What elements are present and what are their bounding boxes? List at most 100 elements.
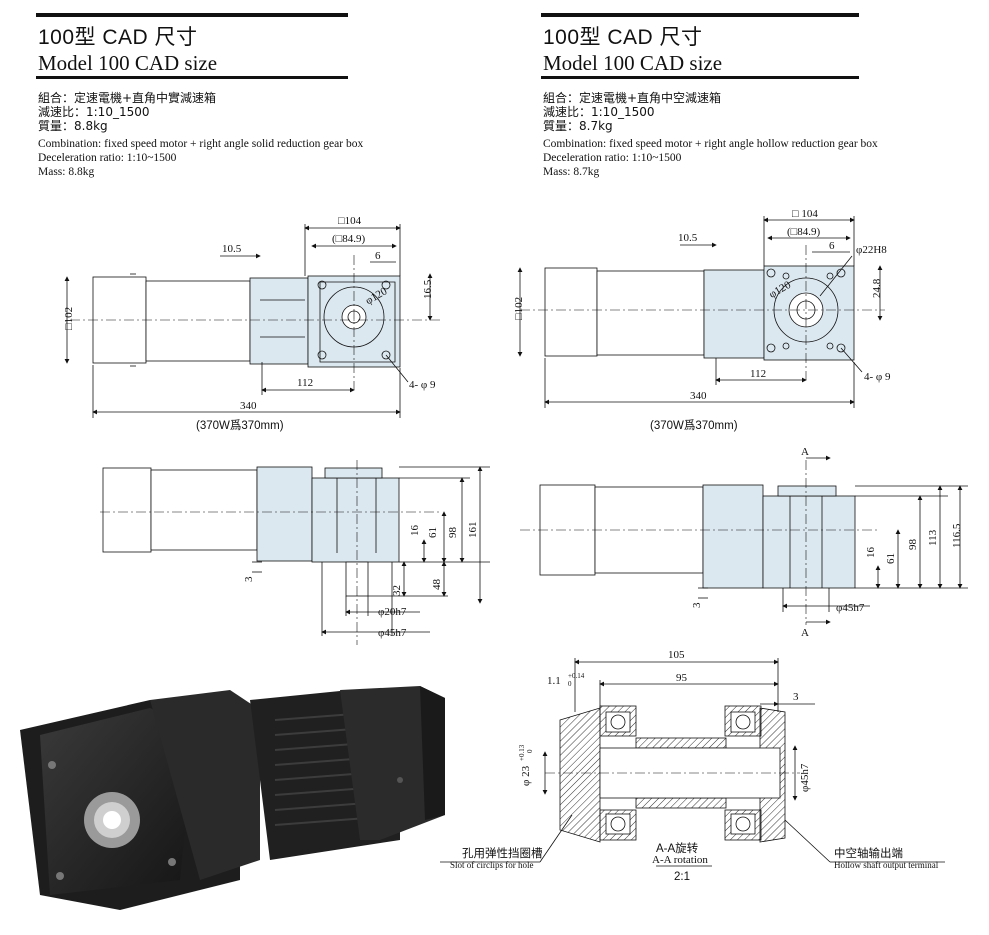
left-panel: 100型 CAD 尺寸 Model 100 CAD size 組合：定速電機+直… [0,0,470,935]
dim-161: 161 [467,522,479,539]
dim-6: 6 [829,240,835,252]
dim-3: 3 [691,602,703,608]
spec-cn-ratio: 減速比：1:10_1500 [38,105,150,119]
title-cn: 100型 CAD 尺寸 [38,26,198,49]
gearbox-body [702,484,764,589]
label-hollow-en: Hollow shaft output terminal [834,860,939,870]
label-hollow-cn: 中空轴输出端 [834,846,903,860]
title-en: Model 100 CAD size [543,51,723,75]
dim-105: 105 [668,649,685,661]
dim-sq104: □ 104 [792,208,818,220]
dim-phi20h7: φ20h7 [378,606,407,618]
left-side-view [100,460,490,645]
dim-98: 98 [447,527,459,539]
title-bar-bottom [36,76,348,79]
tol-phi23-upper: +0.13 [518,744,526,761]
spec-en-combination: Combination: fixed speed motor + right a… [38,138,364,150]
dim-340: 340 [690,390,707,402]
spec-cn-ratio: 減速比：1:10_1500 [543,105,655,119]
dim-16-5: 16.5 [422,279,434,299]
tol-1-1-upper: +0.14 [568,672,585,680]
dim-phi45h7: φ45h7 [836,602,865,614]
motor-end-cap [102,467,152,553]
motor-body [596,270,705,356]
left-top-view [64,224,440,418]
dim-phi45h7: φ45h7 [378,627,407,639]
dim-340: 340 [240,400,257,412]
dim-116-5: 116.5 [951,523,963,548]
title-cn: 100型 CAD 尺寸 [543,26,703,49]
dim-95: 95 [676,672,688,684]
top-view-caption: (370W爲370mm) [196,419,284,432]
dim-sq84: (□84.9) [787,226,821,238]
dim-phi22h8: φ22H8 [856,244,887,256]
title-bar-top [36,13,348,17]
dim-61: 61 [885,553,897,564]
dim-phi45h7: φ45h7 [799,763,811,792]
gearbox-case [311,477,400,563]
section-a-bottom: A [801,627,809,639]
dim-sq104: □104 [338,215,362,227]
top-view-caption: (370W爲370mm) [650,419,738,432]
motor-end-cap [544,267,598,357]
spec-cn-mass: 質量：8.7kg [543,119,613,133]
left-side-view-labels: 16 61 98 161 3 32 48 φ20h7 φ45h7 [243,522,479,640]
spec-en-mass: Mass: 8.7kg [543,166,600,178]
label-slot-en: Slot of circlips for hole [450,860,533,870]
dim-16: 16 [409,525,421,537]
spec-en-ratio: Deceleration ratio: 1:10~1500 [38,152,177,164]
dim-112: 112 [297,377,313,389]
dim-phi23: φ 23 [520,765,532,786]
dim-4phi9: 4- φ 9 [409,379,436,391]
spec-cn-combination: 組合：定速電機+直角中空減速箱 [543,91,722,105]
right-side-view [520,455,968,625]
dim-16: 16 [865,547,877,559]
dim-sq102: □102 [513,297,525,320]
spec-en-ratio: Deceleration ratio: 1:10~1500 [543,152,682,164]
dim-3: 3 [793,691,799,703]
dim-10-5: 10.5 [678,232,698,244]
dim-3: 3 [243,576,255,582]
right-side-view-labels: A A 16 61 98 113 116.5 3 φ45h7 [691,446,963,639]
dim-6: 6 [375,250,381,262]
right-panel: 100型 CAD 尺寸 Model 100 CAD size 組合：定速電機+直… [505,0,975,935]
product-photo [20,686,445,910]
dim-61: 61 [427,527,439,538]
title-bar-bottom [541,76,859,79]
dim-112: 112 [750,368,766,380]
gearbox-body [256,466,313,562]
section-view-labels: 105 95 3 1.1 +0.14 0 φ 23 +0.13 0 φ45h7 … [450,649,939,883]
dim-24-8: 24.8 [871,278,883,298]
dim-98: 98 [907,539,919,551]
motor-body [145,280,251,362]
section-view [440,658,945,863]
dim-10-5: 10.5 [222,243,242,255]
label-rotation-cn: A-A旋转 [656,841,699,855]
gearbox-case [762,495,856,589]
label-slot-cn: 孔用弹性挡圈槽 [462,846,543,860]
spec-cn-mass: 質量：8.8kg [38,119,108,133]
motor-end-cap [539,484,596,576]
dim-sq102: □102 [63,307,75,330]
dim-sq84: (□84.9) [332,233,366,245]
spec-cn-combination: 組合：定速電機+直角中實減速箱 [38,91,217,105]
motor-body [150,469,258,551]
section-a-top: A [801,446,809,458]
tol-phi23-lower: 0 [526,749,534,753]
title-bar-top [541,13,859,17]
dim-32: 32 [391,585,403,596]
gearbox-body [249,277,309,365]
spec-en-combination: Combination: fixed speed motor + right a… [543,138,878,150]
dim-48: 48 [431,579,443,591]
label-scale: 2:1 [674,871,690,883]
tol-1-1-lower: 0 [568,680,572,688]
dim-113: 113 [927,529,939,546]
dim-1-1: 1.1 [547,675,561,687]
title-en: Model 100 CAD size [38,51,218,75]
gearbox-body [703,269,765,359]
label-rotation-en: A-A rotation [652,854,708,866]
dim-4phi9: 4- φ 9 [864,371,891,383]
right-top-view [517,216,885,408]
spec-en-mass: Mass: 8.8kg [38,166,95,178]
